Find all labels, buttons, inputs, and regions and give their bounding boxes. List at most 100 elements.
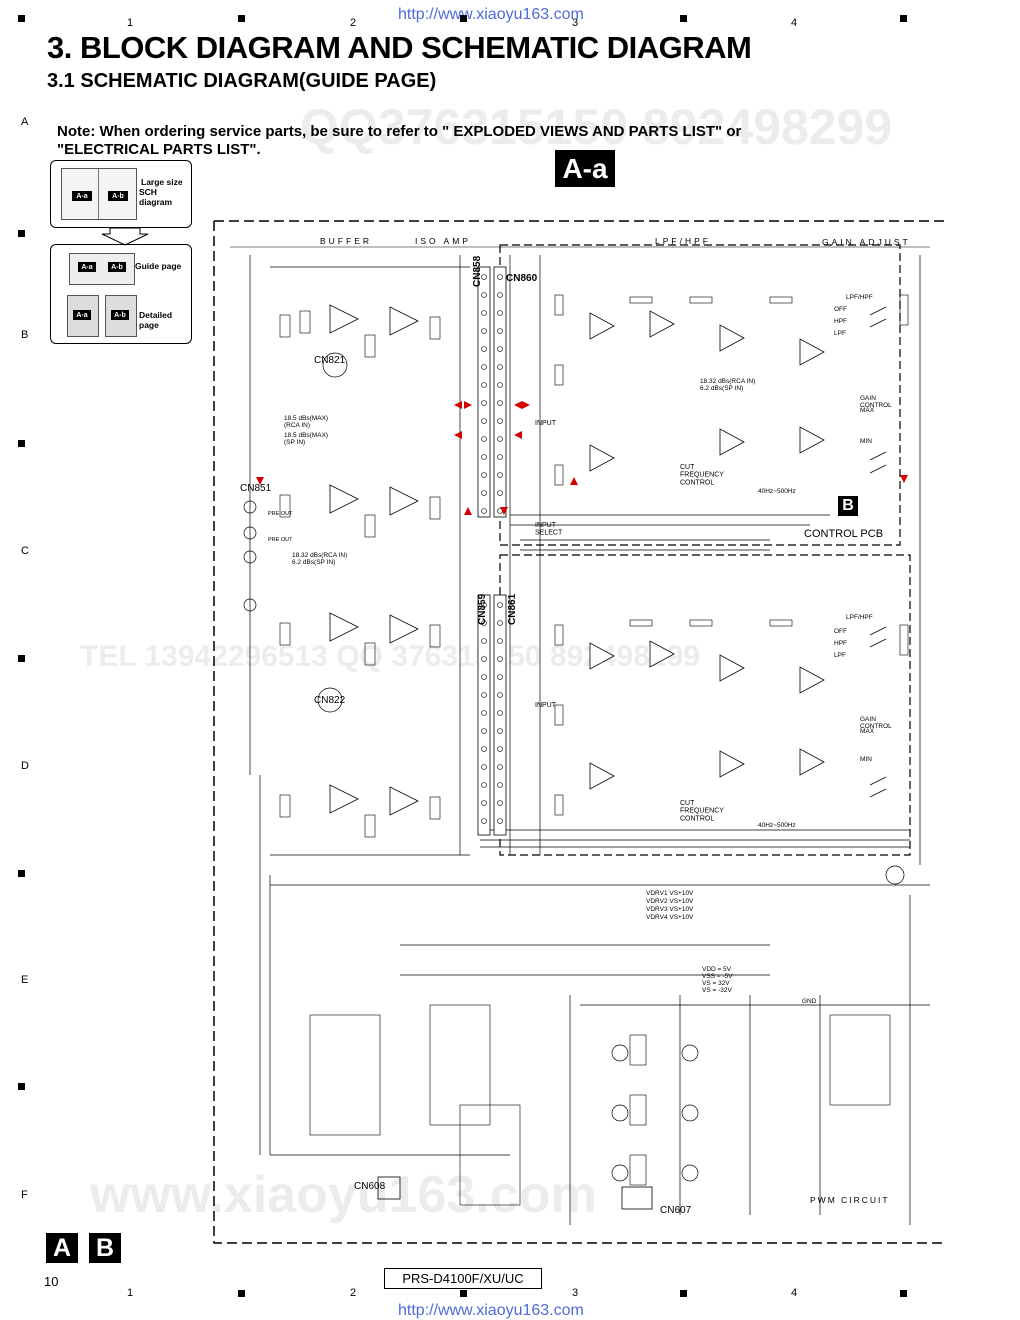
- hpf-label-2: HPF: [834, 640, 847, 647]
- pwm-circuit-label: PWM CIRCUIT: [810, 1195, 890, 1205]
- register-mark: [18, 15, 25, 22]
- pre-out-label: PRE OUT: [268, 511, 293, 517]
- column-number-2: 2: [350, 17, 357, 29]
- note-line-2: "ELECTRICAL PARTS LIST".: [57, 141, 261, 158]
- max-label-2: MAX: [860, 728, 875, 735]
- iso-amp-label: ISO AMP: [415, 236, 471, 246]
- cn821-label: CN821: [314, 355, 346, 366]
- frequency-range-label: 40Hz~500Hz: [758, 488, 796, 495]
- column-number-4-bottom: 4: [791, 1287, 798, 1299]
- guide-page-box: A-a A-b Guide page A-a A-b Detailed page: [50, 244, 192, 344]
- input-label-2: INPUT: [535, 702, 557, 709]
- detailed-page-thumbnail-left: A-a: [67, 295, 99, 337]
- signal-arrows: [256, 401, 908, 515]
- register-mark: [238, 15, 245, 22]
- min-label-2: MIN: [860, 756, 872, 763]
- vdrv2-label: VDRV2 VS+10V: [646, 898, 694, 905]
- connector-cn859: [477, 594, 507, 836]
- min-label: MIN: [860, 438, 872, 445]
- vdrv3-label: VDRV3 VS+10V: [646, 906, 694, 913]
- gnd-label: GND: [802, 998, 817, 1005]
- op-amp-symbols: [329, 304, 825, 816]
- vs-plus-label: VS = 32V: [702, 980, 730, 987]
- lpf-hpf-label: LPF/HPF: [655, 236, 711, 246]
- register-mark: [680, 1290, 687, 1297]
- vdrv1-label: VDRV1 VS+10V: [646, 890, 694, 897]
- register-mark: [238, 1290, 245, 1297]
- row-letter-d: D: [21, 760, 29, 772]
- schematic-diagram: BUFFER ISO AMP LPF/HPF GAIN ADJUST CN858…: [213, 220, 946, 1244]
- vdd-label: VDD = 5V: [702, 966, 732, 973]
- arrow-down-icon: [101, 227, 149, 246]
- source-url-top[interactable]: http://www.xiaoyu163.com: [398, 6, 584, 23]
- connector-cn607-jack: [621, 1186, 653, 1210]
- dbs-rca-label-2: 18.32 dBs(RCA IN): [292, 552, 347, 559]
- lpf-hpf-switch-label: LPF/HPF: [846, 294, 873, 301]
- row-letter-b: B: [21, 329, 29, 341]
- max-label: MAX: [860, 407, 875, 414]
- guide-page-thumbnail: A-a A-b: [69, 253, 135, 285]
- input-label: INPUT: [535, 420, 557, 427]
- detailed-page-thumbnail-right: A-b: [105, 295, 137, 337]
- page-title: 3. BLOCK DIAGRAM AND SCHEMATIC DIAGRAM: [47, 30, 752, 65]
- model-number: PRS-D4100F/XU/UC: [384, 1268, 542, 1289]
- row-letter-e: E: [21, 974, 29, 986]
- register-mark: [900, 15, 907, 22]
- column-number-2-bottom: 2: [350, 1287, 357, 1299]
- page-subtitle: 3.1 SCHEMATIC DIAGRAM(GUIDE PAGE): [47, 70, 437, 92]
- lpf-label-2: LPF: [834, 652, 846, 659]
- register-mark: [460, 1290, 467, 1297]
- control-pcb-label: CONTROL PCB: [804, 528, 883, 540]
- dbs-rca-label: 18.32 dBs(RCA IN): [700, 378, 755, 385]
- section-badge-aa: A-a: [555, 150, 615, 187]
- register-mark: [460, 15, 467, 22]
- column-number-3-bottom: 3: [572, 1287, 579, 1299]
- pre-out-label-2: PRE OUT: [268, 537, 293, 543]
- row-letter-c: C: [21, 545, 29, 557]
- register-mark: [18, 870, 25, 877]
- off-label: OFF: [834, 306, 847, 313]
- watermark-qq: QQ376315150 892498299: [300, 99, 893, 155]
- note-line-1: Note: When ordering service parts, be su…: [57, 123, 742, 140]
- row-letter-f: F: [21, 1189, 28, 1201]
- cn859-label: CN859: [477, 593, 488, 625]
- connector-cn608-jack: [377, 1176, 401, 1200]
- large-diagram-thumbnail: A-a A-b: [61, 168, 137, 220]
- dbs-rca-in-label: (RCA IN): [284, 422, 310, 429]
- dbs-sp-label: 6.2 dBs(SP IN): [700, 385, 743, 392]
- register-mark: [18, 1083, 25, 1090]
- register-mark: [680, 15, 687, 22]
- lpf-hpf-switch-label-2: LPF/HPF: [846, 614, 873, 621]
- column-number-1: 1: [127, 17, 134, 29]
- vs-minus-label: VS = -32V: [702, 987, 732, 994]
- hpf-label: HPF: [834, 318, 847, 325]
- sch-diagram-label: SCH diagram: [139, 187, 173, 207]
- watermark-site: www.xiaoyu163.com: [90, 1166, 597, 1224]
- cn822-label: CN822: [314, 695, 346, 706]
- guide-page-label: Guide page: [135, 261, 182, 271]
- board-outline: [213, 220, 946, 1244]
- connector-cn821-jack: [322, 352, 348, 378]
- dbs-sp-in-label: (SP IN): [284, 439, 305, 446]
- column-number-1-bottom: 1: [127, 1287, 134, 1299]
- dbs-max-sp-label: 18.5 dBs(MAX): [284, 432, 328, 439]
- section-badge-b-bottom: B: [89, 1233, 121, 1263]
- dbs-sp-label-2: 6.2 dBs(SP IN): [292, 559, 335, 566]
- column-number-4: 4: [791, 17, 798, 29]
- row-letter-a: A: [21, 116, 29, 128]
- cn861-label: CN861: [507, 593, 518, 625]
- cn858-label: CN858: [472, 255, 483, 287]
- cn608-label: CN608: [354, 1181, 386, 1192]
- cn607-label: CN607: [660, 1205, 692, 1216]
- off-label-2: OFF: [834, 628, 847, 635]
- section-badge-a: A: [46, 1233, 78, 1263]
- vss-label: VSS = -5V: [702, 973, 733, 980]
- source-url-bottom[interactable]: http://www.xiaoyu163.com: [398, 1302, 584, 1319]
- tag-aa: A-a: [72, 191, 92, 201]
- connector-cn858: [477, 266, 507, 518]
- large-size-label: Large size: [141, 177, 183, 187]
- cn860-label: CN860: [506, 273, 538, 284]
